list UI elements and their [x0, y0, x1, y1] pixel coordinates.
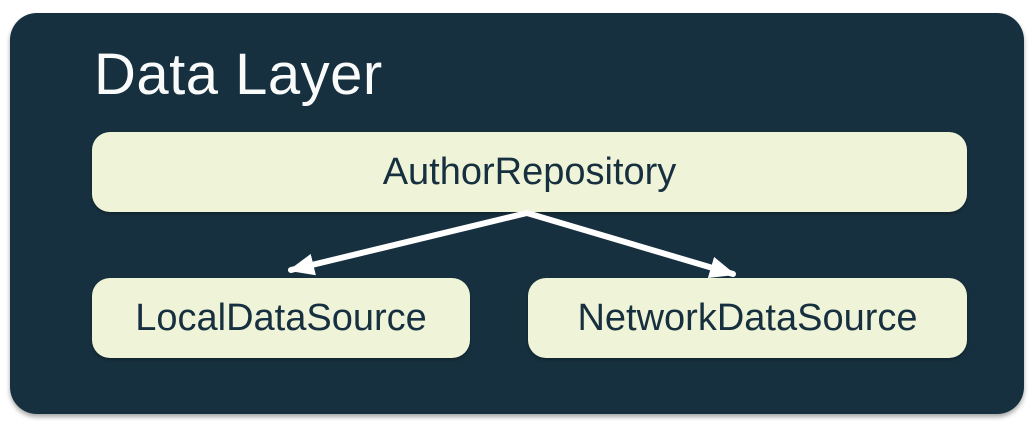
node-local-data-source-label: LocalDataSource: [135, 296, 427, 339]
arrow-repository-to-network: [524, 210, 736, 279]
group-title: Data Layer: [94, 42, 383, 107]
node-author-repository-label: AuthorRepository: [382, 150, 677, 193]
arrow-repository-to-local: [288, 210, 530, 276]
node-network-data-source: NetworkDataSource: [528, 278, 967, 358]
node-author-repository: AuthorRepository: [92, 132, 967, 212]
data-layer-group: Data Layer AuthorRepository LocalDataSou…: [10, 13, 1024, 414]
node-network-data-source-label: NetworkDataSource: [577, 296, 918, 339]
node-local-data-source: LocalDataSource: [92, 278, 470, 358]
